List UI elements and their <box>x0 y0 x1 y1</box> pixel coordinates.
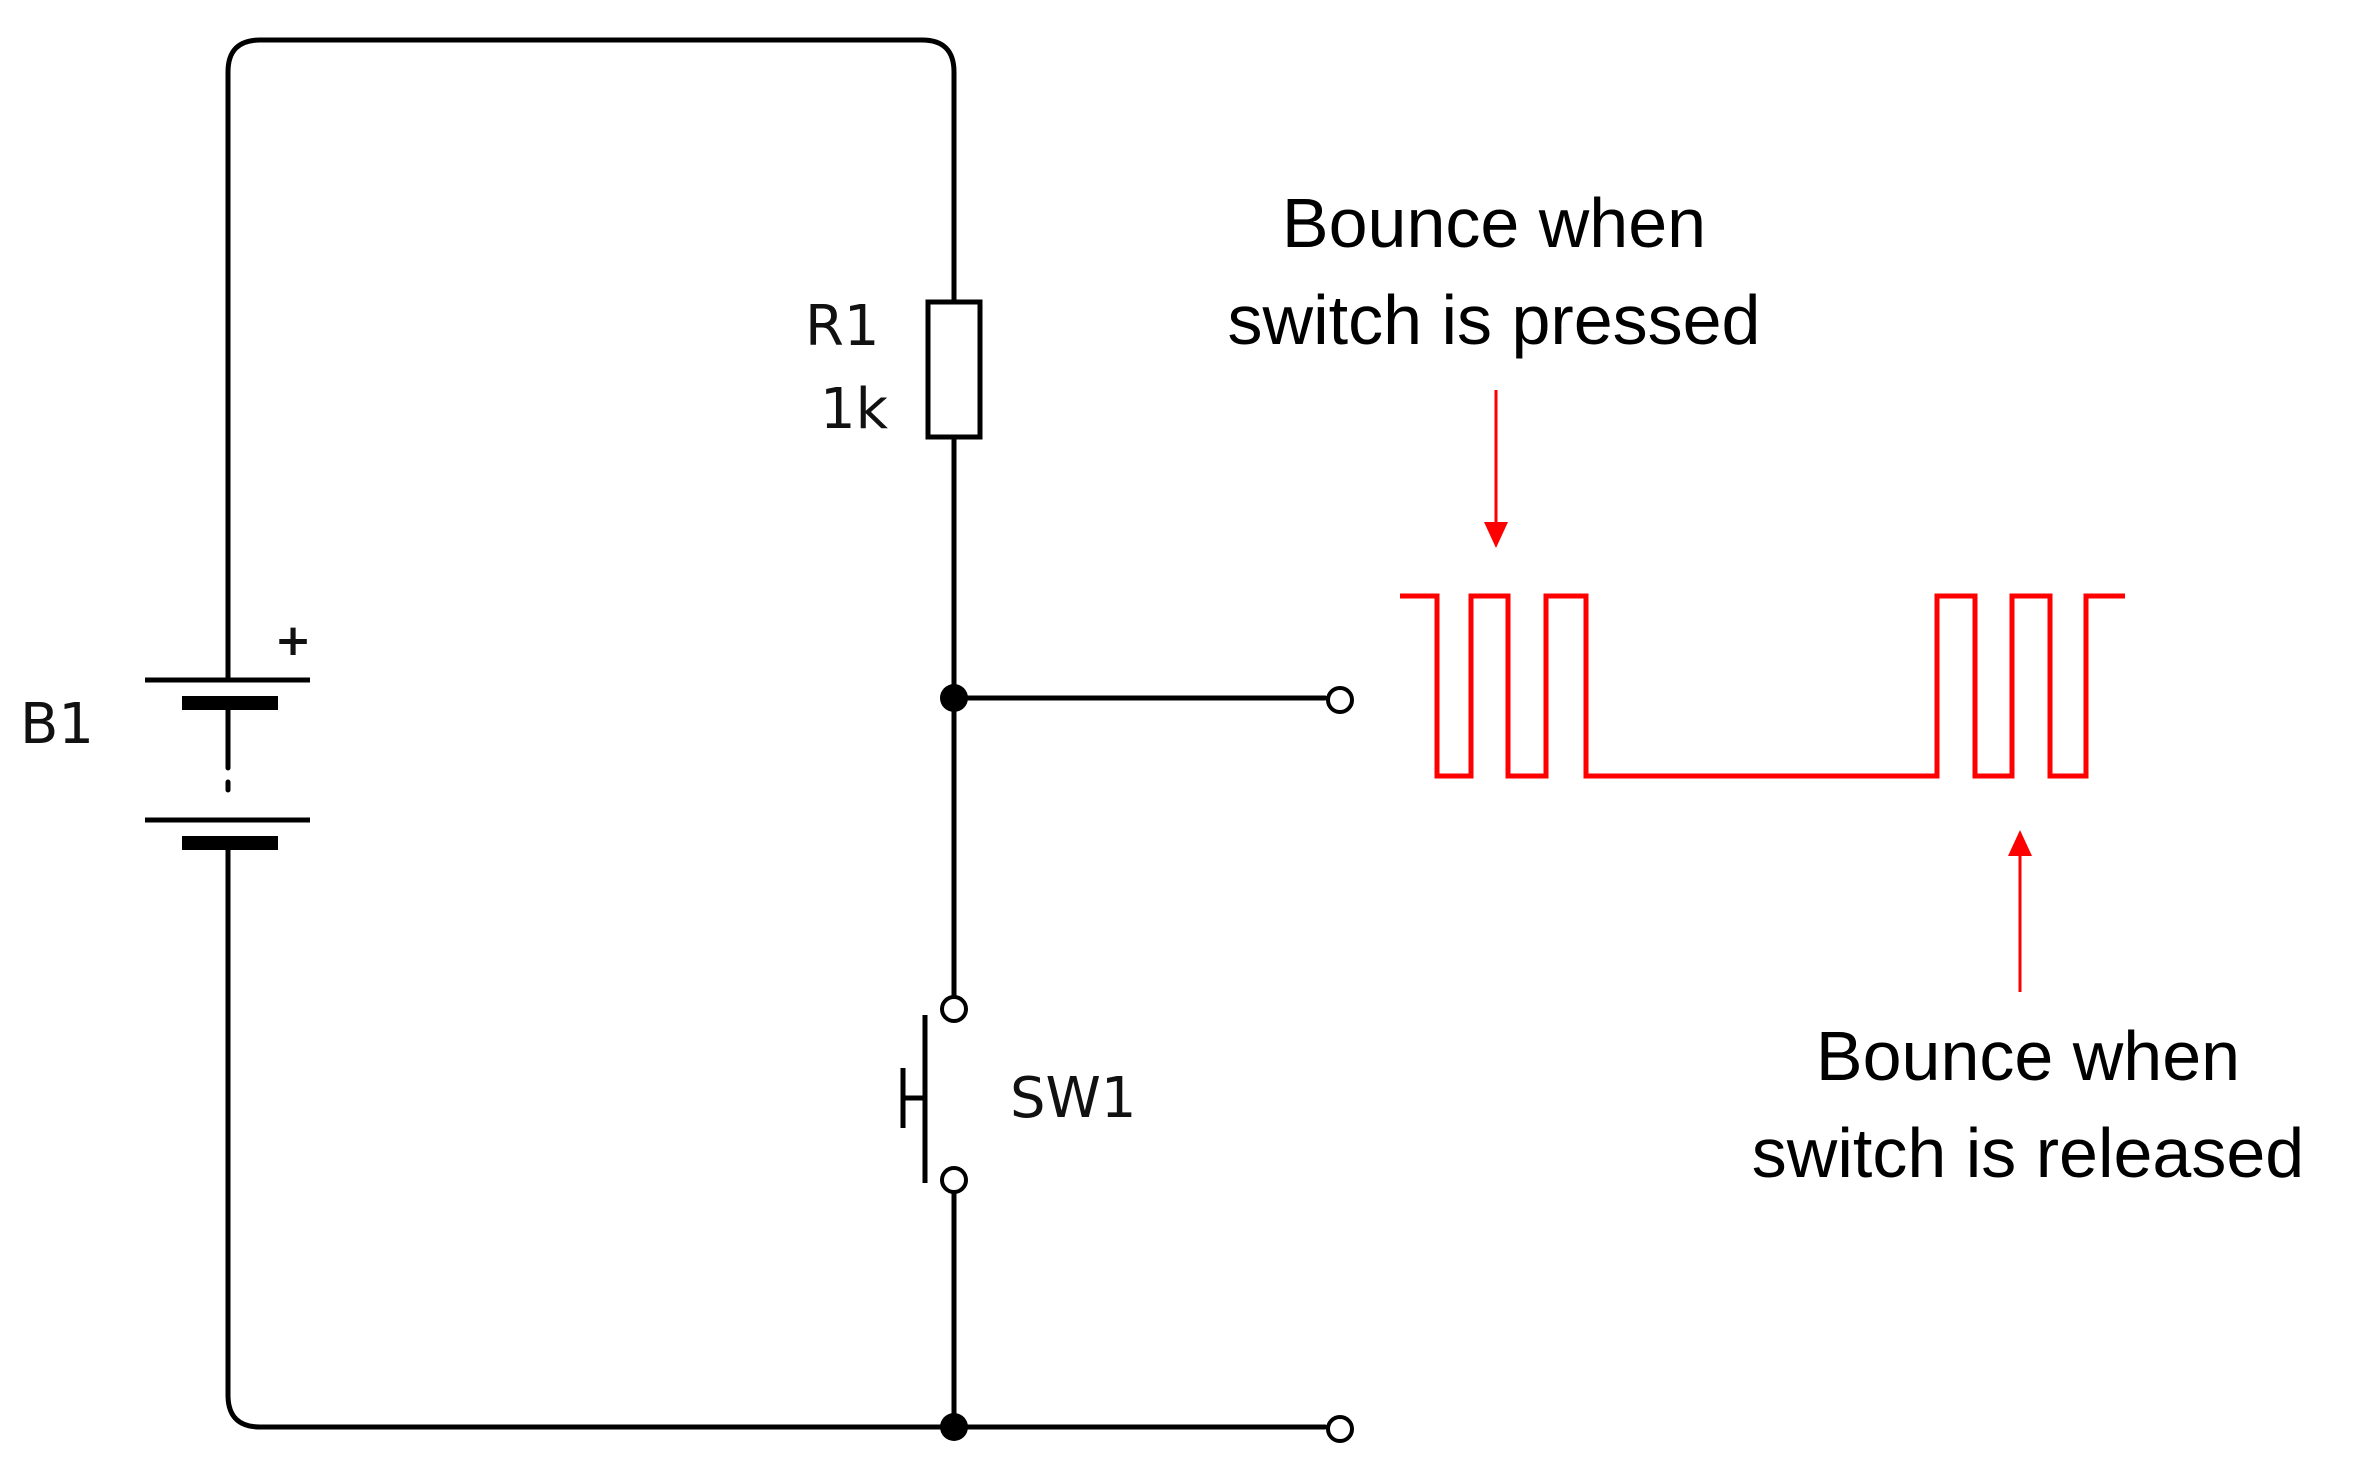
annotation-pressed-line1: Bounce when <box>1282 184 1706 262</box>
switch-contact-bottom <box>940 1166 968 1194</box>
arrow-pressed <box>1484 390 1508 548</box>
resistor-value: 1k <box>820 377 889 442</box>
annotation-pressed-line2: switch is pressed <box>1228 281 1761 359</box>
resistor-body <box>925 299 983 440</box>
switch-contact-top <box>940 995 968 1023</box>
battery-symbol <box>145 677 310 850</box>
wire-top <box>225 37 957 683</box>
arrow-released <box>2008 830 2032 992</box>
arrowhead-up-icon <box>2008 830 2032 856</box>
circuit <box>225 37 1328 1430</box>
switch-designator: SW1 <box>1010 1066 1137 1131</box>
battery-polarity-label: + <box>275 615 312 666</box>
annotation-released-line1: Bounce when <box>1816 1017 2240 1095</box>
wire-left-bottom <box>225 837 957 1430</box>
junction-dot-top <box>940 684 968 712</box>
annotation-released-line2: switch is released <box>1752 1114 2304 1192</box>
push-switch-symbol <box>900 995 968 1194</box>
output-terminal-bottom <box>1326 1415 1354 1443</box>
output-terminal-top <box>1326 686 1354 714</box>
battery-designator: B1 <box>20 692 94 757</box>
junction-dot-bottom <box>940 1413 968 1441</box>
resistor-designator: R1 <box>805 294 880 359</box>
bounce-waveform <box>1400 593 2125 779</box>
arrowhead-down-icon <box>1484 522 1508 548</box>
